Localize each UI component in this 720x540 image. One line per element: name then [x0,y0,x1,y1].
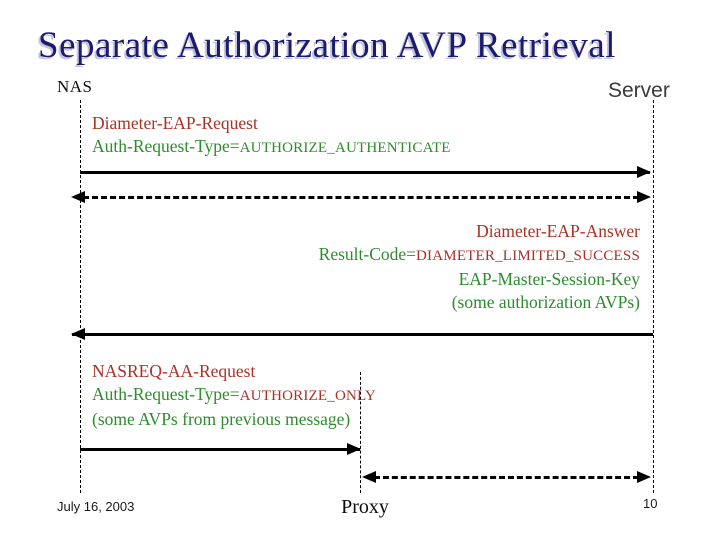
arrowhead-right-icon [637,191,651,203]
slide-title: Separate Authorization AVP Retrieval [38,25,617,66]
message-extra: (some authorization AVPs) [451,292,640,312]
arrowhead-right-icon [637,471,651,483]
arrow-nasreq-request [80,443,361,456]
lifeline-server [653,100,654,493]
attribute-value: AUTHORIZE_ONLY [239,388,376,404]
arrow-shaft [80,171,650,174]
arrowhead-left-icon [71,328,85,340]
arrow-shaft [83,196,639,199]
attribute-label: Auth-Request-Type= [92,136,240,156]
arrow-eap-answer [71,328,653,341]
message-extra: (some AVPs from previous message) [92,409,351,429]
actor-label-server: Server [608,79,670,102]
message-attribute: Auth-Request-Type=AUTHORIZE_AUTHENTICATE [92,135,451,160]
message-eap-request: Diameter-EAP-Request Auth-Request-Type=A… [92,112,451,160]
message-extra: EAP-Master-Session-Key [458,269,640,289]
actor-label-proxy: Proxy [341,496,389,518]
footer-date: July 16, 2003 [57,499,135,514]
message-attribute: Result-Code=DIAMETER_LIMITED_SUCCESS [319,243,640,268]
arrow-shaft [80,448,360,451]
attribute-value: DIAMETER_LIMITED_SUCCESS [416,248,640,264]
arrow-eap-exchange-dashed [71,191,651,204]
arrowhead-left-icon [71,191,85,203]
lifeline-nas [80,100,81,493]
arrow-proxy-server-dashed [362,471,651,484]
lifeline-proxy [360,372,361,493]
attribute-value: AUTHORIZE_AUTHENTICATE [239,140,451,156]
arrowhead-left-icon [362,471,376,483]
actor-label-nas: NAS [57,77,93,96]
message-attribute: Auth-Request-Type=AUTHORIZE_ONLY [92,383,376,408]
arrowhead-right-icon [347,443,361,455]
attribute-label: Auth-Request-Type= [92,384,240,404]
arrow-shaft [72,333,653,336]
message-title: NASREQ-AA-Request [92,361,256,381]
attribute-label: Result-Code= [318,244,417,264]
arrow-eap-request [80,166,651,179]
message-title: Diameter-EAP-Request [92,113,258,133]
arrowhead-right-icon [637,166,651,178]
message-title: Diameter-EAP-Answer [476,221,640,241]
message-eap-answer: Diameter-EAP-Answer Result-Code=DIAMETER… [319,220,640,314]
message-nasreq-request: NASREQ-AA-Request Auth-Request-Type=AUTH… [92,360,376,431]
page-number: 10 [643,496,658,511]
arrow-shaft [374,476,639,479]
